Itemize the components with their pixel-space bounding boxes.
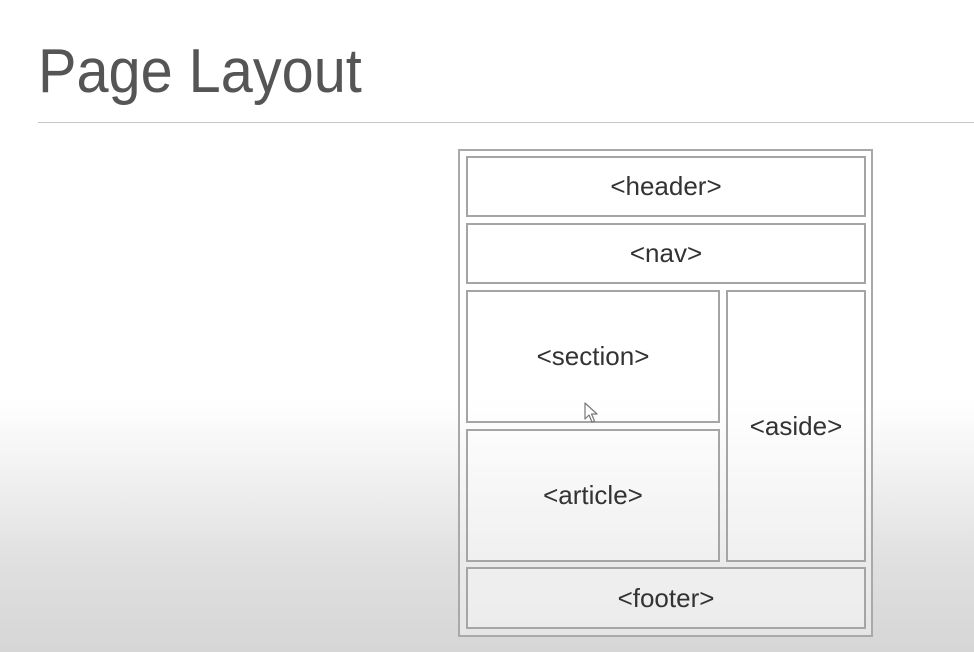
page-layout-frame (458, 149, 873, 637)
footer-label: <footer> (617, 582, 715, 613)
footer-box: <footer> (466, 567, 866, 629)
title-divider (38, 122, 974, 123)
article-box: <article> (466, 429, 720, 562)
nav-label: <nav> (629, 238, 703, 268)
aside-label: <aside> (749, 410, 843, 441)
header-label: <header> (610, 171, 722, 201)
section-label: <section> (536, 341, 650, 371)
nav-box: <nav> (466, 223, 866, 284)
mouse-pointer-icon (584, 402, 598, 423)
aside-box: <aside> (726, 290, 866, 562)
slide-title: Page Layout (38, 37, 362, 106)
section-box: <section> (466, 290, 720, 423)
header-box: <header> (466, 156, 866, 217)
article-label: <article> (543, 480, 643, 510)
